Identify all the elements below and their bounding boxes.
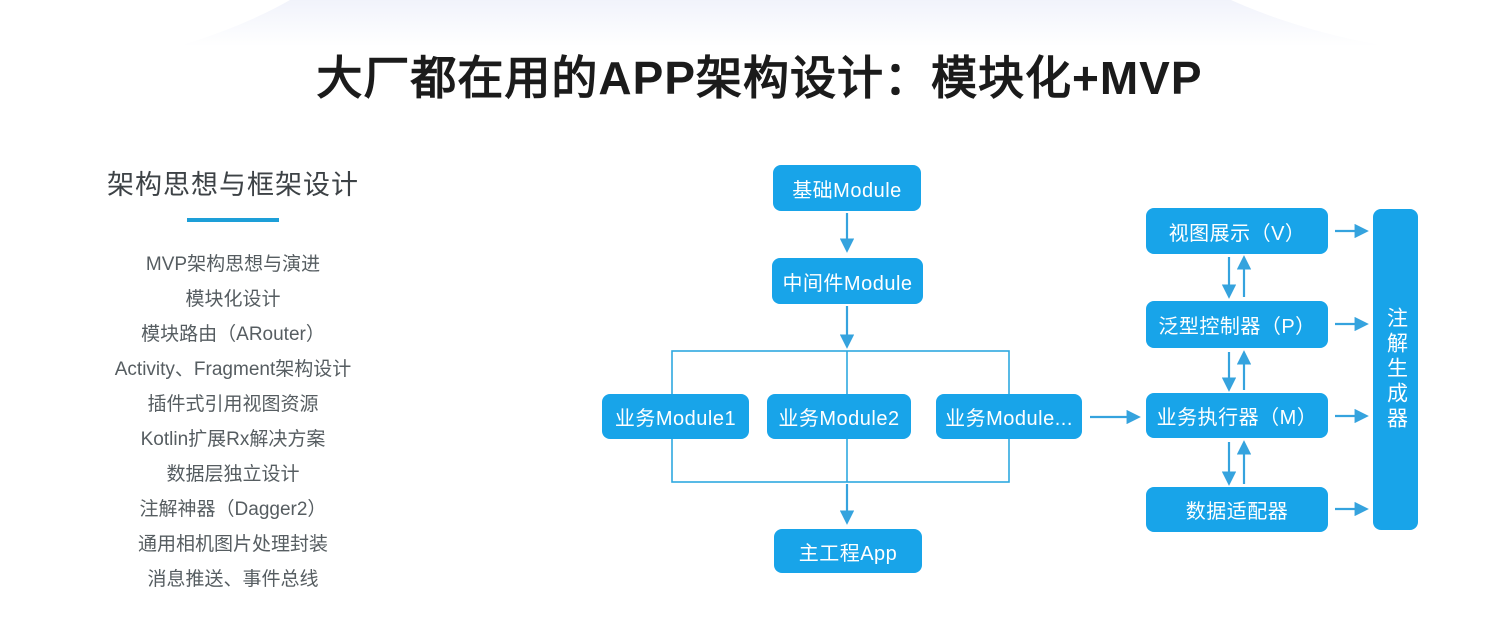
node-view-display: 视图展示（V） — [1146, 208, 1328, 254]
node-generic-presenter: 泛型控制器（P） — [1146, 301, 1328, 348]
sidebar-heading: 架构思想与框架设计 — [107, 170, 359, 200]
sidebar-item-kotlin-rx: Kotlin扩展Rx解决方案 — [140, 429, 326, 450]
sidebar-list: MVP架构思想与演进 模块化设计 模块路由（ARouter） Activity、… — [58, 247, 408, 597]
sidebar-item-plugin-view-resource: 插件式引用视图资源 — [147, 394, 319, 415]
node-business-executor: 业务执行器（M） — [1146, 393, 1328, 438]
sidebar-item-module-router: 模块路由（ARouter） — [141, 324, 325, 345]
node-business-module-2: 业务Module2 — [767, 394, 911, 439]
page-title: 大厂都在用的APP架构设计：模块化+MVP — [316, 52, 1203, 104]
sidebar-item-camera-image: 通用相机图片处理封装 — [137, 534, 328, 555]
sidebar: 架构思想与框架设计 MVP架构思想与演进 模块化设计 模块路由（ARouter）… — [58, 163, 408, 597]
node-data-adapter: 数据适配器 — [1146, 487, 1328, 532]
node-base-module: 基础Module — [773, 165, 921, 211]
node-business-module-1: 业务Module1 — [602, 394, 749, 439]
sidebar-item-dagger2: 注解神器（Dagger2） — [139, 499, 327, 520]
sidebar-item-modular-design: 模块化设计 — [185, 289, 281, 310]
sidebar-item-mvp-evolution: MVP架构思想与演进 — [145, 254, 321, 275]
accent-underline — [187, 218, 279, 222]
node-main-app: 主工程App — [774, 529, 922, 573]
node-business-module-more: 业务Module... — [936, 394, 1082, 439]
sidebar-item-activity-fragment: Activity、Fragment架构设计 — [114, 359, 352, 380]
node-middleware-module: 中间件Module — [772, 258, 923, 304]
sidebar-item-push-eventbus: 消息推送、事件总线 — [147, 569, 319, 590]
node-annotation-generator: 注解生成器 — [1373, 209, 1418, 530]
sidebar-item-data-layer: 数据层独立设计 — [166, 464, 300, 485]
